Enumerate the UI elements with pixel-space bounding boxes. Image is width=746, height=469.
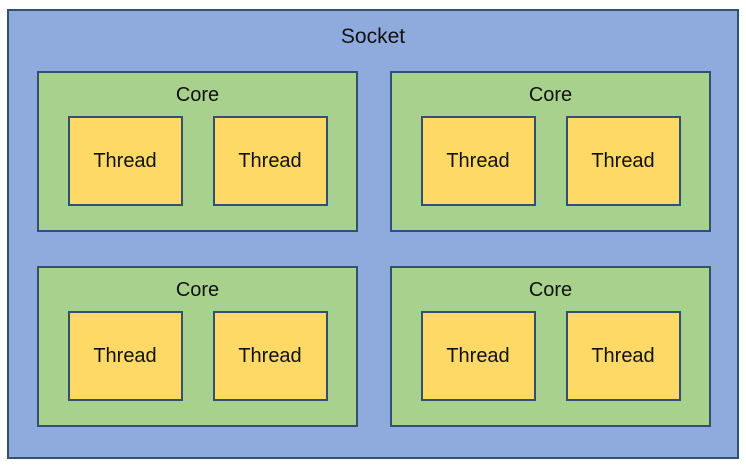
core-box-top-left: Core Thread Thread [37,71,358,232]
core-label: Core [528,84,573,106]
thread-row: Thread Thread [392,116,709,206]
core-box-top-right: Core Thread Thread [390,71,711,232]
thread-row: Thread Thread [39,311,356,401]
core-label: Core [528,279,573,301]
core-box-bottom-right: Core Thread Thread [390,266,711,427]
thread-box: Thread [67,311,183,401]
thread-row: Thread Thread [39,116,356,206]
thread-box: Thread [565,116,681,206]
thread-box: Thread [420,116,536,206]
socket-label: Socket [340,25,406,48]
thread-box: Thread [212,116,328,206]
core-label: Core [175,84,220,106]
core-box-bottom-left: Core Thread Thread [37,266,358,427]
core-grid: Core Thread Thread Core Thread Thread Co… [37,71,711,427]
thread-box: Thread [565,311,681,401]
socket-box: Socket Core Thread Thread Core Thread Th… [7,9,739,459]
thread-box: Thread [67,116,183,206]
thread-row: Thread Thread [392,311,709,401]
thread-box: Thread [420,311,536,401]
thread-box: Thread [212,311,328,401]
core-label: Core [175,279,220,301]
